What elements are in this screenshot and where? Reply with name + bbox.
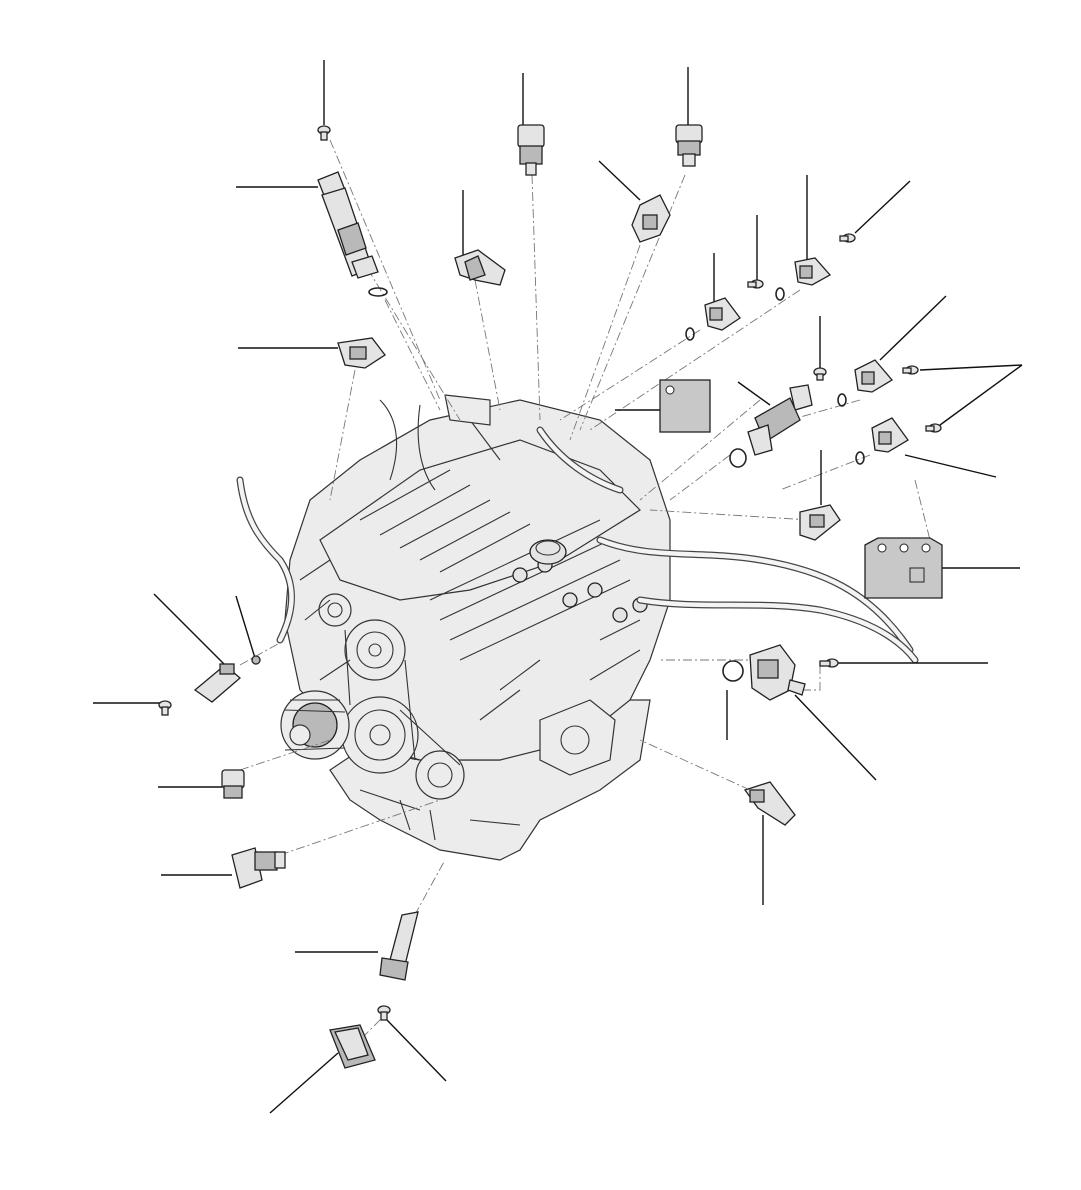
bolt-icon [813, 367, 827, 381]
leader-line [879, 295, 947, 361]
bolt-icon [747, 279, 764, 289]
leader-line [153, 593, 226, 666]
sensor-icon [799, 504, 841, 541]
sensor-icon [854, 359, 893, 393]
o-ring-icon [855, 451, 865, 465]
engine-assembly [280, 394, 671, 861]
sensor-icon [221, 769, 245, 799]
alternator [280, 690, 350, 760]
leader-line [919, 364, 1023, 371]
assembly-lines [239, 139, 931, 1051]
sensor-icon [193, 663, 241, 703]
solenoid-icon [379, 911, 419, 981]
solenoid-icon [231, 847, 286, 889]
sensor-icon [631, 194, 671, 243]
leader-line [737, 381, 771, 406]
sensor-icon [871, 417, 909, 453]
leader-line [939, 364, 1023, 426]
o-ring-icon [251, 655, 261, 665]
o-ring-icon [368, 287, 388, 297]
sensor-icon [794, 257, 832, 286]
leader-line [269, 1052, 339, 1114]
bolt-icon [925, 423, 942, 433]
solenoid-icon [747, 384, 813, 456]
front-pulleys [318, 593, 465, 800]
sensor-icon [337, 337, 386, 369]
bolt-icon [377, 1005, 391, 1021]
sensor-icon [517, 124, 545, 176]
leader-line [904, 454, 997, 478]
o-ring-icon [722, 660, 744, 682]
sensor-icon [749, 644, 806, 701]
bolt-icon [317, 125, 331, 141]
bolt-icon [819, 658, 839, 668]
sensor-icon [704, 297, 741, 331]
leader-line [854, 180, 911, 234]
wiring-harness [236, 426, 919, 664]
control-module-icon [864, 537, 943, 599]
bolt-icon [158, 700, 172, 716]
o-ring-icon [837, 393, 847, 407]
injector-row [512, 557, 648, 623]
sensor-icon [454, 249, 506, 286]
sensor-icon [743, 781, 796, 826]
leader-line [794, 694, 877, 781]
o-ring-icon [685, 327, 695, 341]
sensor-icon [329, 1024, 376, 1069]
leader-line [598, 160, 641, 201]
leader-line [235, 595, 256, 659]
leader-line [386, 1019, 447, 1082]
o-ring-icon [775, 287, 785, 301]
control-module-icon [659, 379, 711, 433]
bolt-icon [902, 365, 919, 375]
leader-lines [93, 60, 1023, 1114]
o-ring-icon [729, 448, 747, 468]
oil-filler-cap [529, 539, 567, 565]
bolt-icon [839, 233, 856, 243]
sensor-icon [675, 124, 703, 167]
solenoid-icon [317, 171, 379, 279]
